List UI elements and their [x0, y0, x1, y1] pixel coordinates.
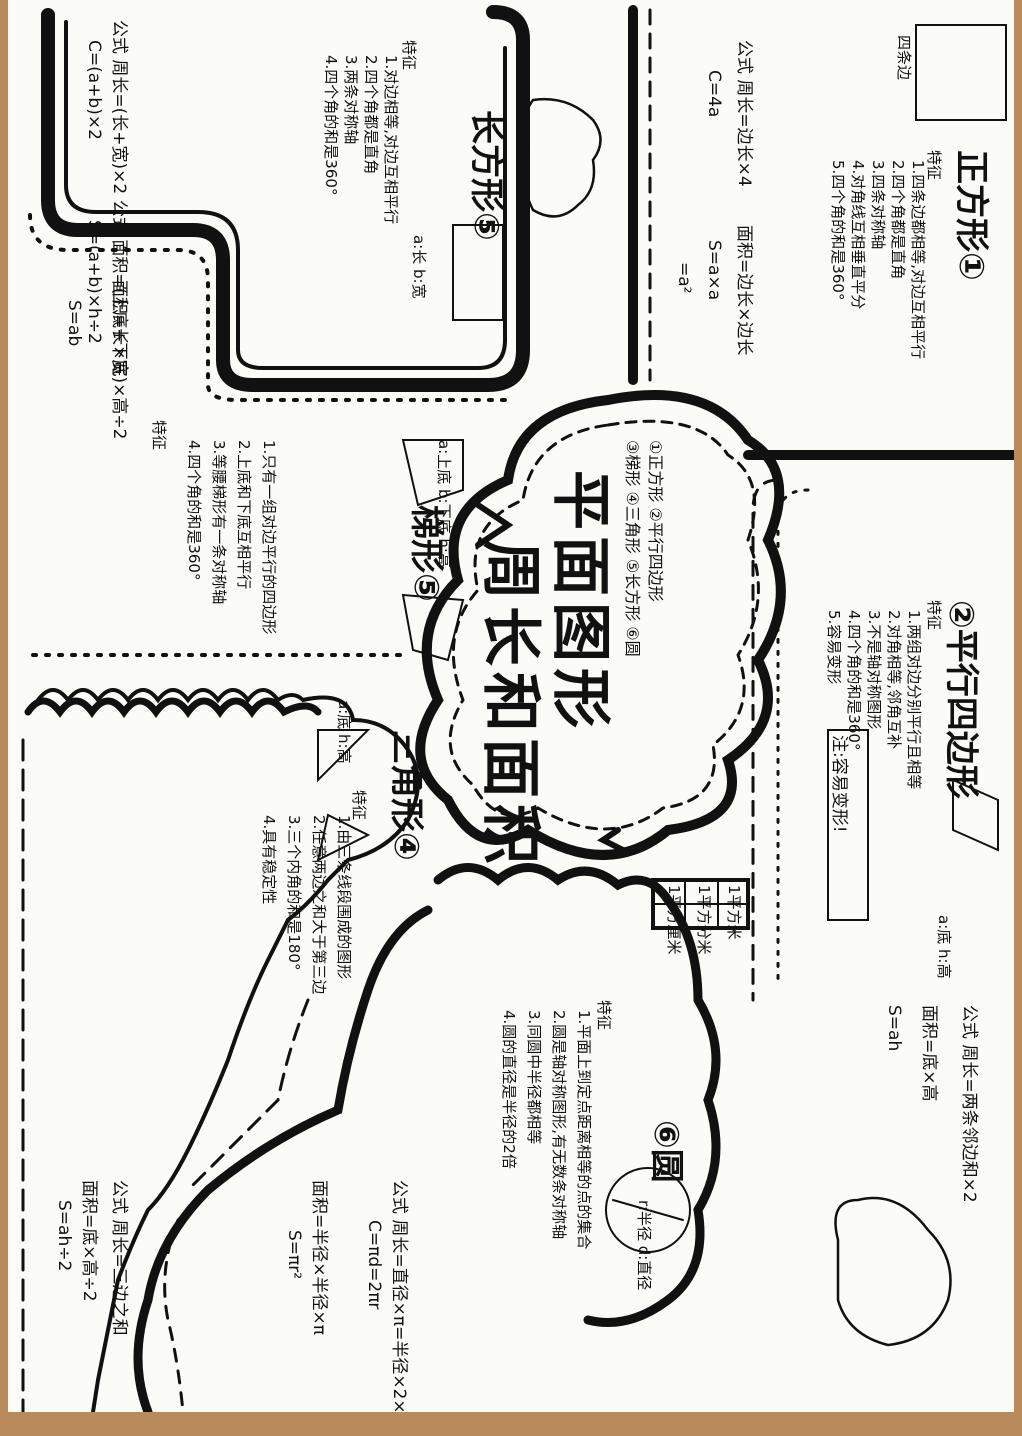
parallelogram-formula-1: 公式 周长=两条邻边和×2: [959, 1005, 979, 1203]
rectangle-feature-2: 2.四个角都是直角: [362, 55, 380, 175]
circle-fig-label: r:半径 d:直径: [635, 1200, 653, 1291]
triangle-formula-3: S=ah÷2: [54, 1200, 74, 1272]
square-formula-4: S=a×a: [704, 240, 724, 301]
square-feature-2: 2.四个角都是直角: [889, 160, 907, 280]
rectangle-formula-4: S=ab: [64, 300, 84, 347]
triangle-heading: 三角形④: [386, 730, 426, 861]
circle-formula-1: 公式 周长=直径×π=半径×2×π: [389, 1180, 409, 1412]
main-title-line2: 周长和面积: [475, 540, 545, 870]
square-feature-4: 4.对角线互相垂直平分: [849, 160, 867, 310]
triangle-fig-label: a:底 h:高: [335, 700, 353, 764]
triangle-formula-1: 公式 周长=三边之和: [109, 1180, 129, 1336]
parallelogram-fig-label: a:底 h:高: [935, 915, 953, 979]
circle-feature-4: 4.圆的直径是半径的2倍: [500, 1010, 518, 1169]
circle-formula-2: C=πd=2πr: [364, 1220, 384, 1310]
trapezoid-feature-4: 4.四个角的和是360°: [185, 440, 203, 581]
parallelogram-note: 注:容易变形!: [829, 735, 849, 833]
parallelogram-feature-4: 4.四个角的和是360°: [845, 610, 863, 751]
parallelogram-feature-3: 3.不是轴对称图形: [865, 610, 883, 730]
circle-formula-4: S=πr²: [284, 1230, 304, 1280]
trapezoid-feature-3: 3.等腰梯形有一条对称轴: [210, 440, 228, 605]
parallelogram-feature-label: 特征: [925, 600, 943, 631]
trapezoid-formula-2: S=(a+b)×h÷2: [84, 220, 104, 344]
trapezoid-feature-label: 特征: [150, 420, 168, 451]
trapezoid-fig-label: a:上底 b:下底 h:高: [435, 440, 453, 568]
trapezoid-feature-1: 1.只有一组对边平行的四边形: [260, 440, 278, 635]
rectangle-formula-1: 公式 周长=(长+宽)×2: [109, 20, 129, 195]
rectangle-fig-label: a:长 b:宽: [410, 235, 428, 299]
parallelogram-formula-2: 面积=底×高: [919, 1005, 939, 1102]
square-feature-1: 1.四条边都相等,对边互相平行: [909, 160, 927, 360]
mind-map-page: 平面图形 周长和面积 ①正方形 ②平行四边形 ③梯形 ④三角形 ⑤长方形 ⑥圆 …: [8, 0, 1014, 1412]
subtitle-line2: ③梯形 ④三角形 ⑤长方形 ⑥圆: [623, 440, 642, 657]
triangle-feature-1: 1.由三条线段围成的图形: [335, 815, 353, 980]
rectangle-feature-3: 3.两条对称轴: [342, 55, 360, 145]
subtitle-line1: ①正方形 ②平行四边形: [646, 440, 665, 602]
square-feature-5: 5.四个角的和是360°: [829, 160, 847, 301]
triangle-feature-2: 2.任意两边之和大于第三边: [310, 815, 328, 995]
parallelogram-feature-2: 2.对角相等,邻角互补: [885, 610, 903, 750]
square-feature-3: 3.四条对称轴: [869, 160, 887, 250]
parallelogram-formula-3: S=ah: [884, 1005, 904, 1052]
triangle-formula-2: 面积=底×高÷2: [79, 1180, 99, 1302]
trapezoid-formula-1: 公式 面积=(上底+下底)×高÷2: [109, 200, 129, 440]
rectangle-formula-2: C=(a+b)×2: [84, 40, 104, 140]
trapezoid-feature-2: 2.上底和下底互相平行: [235, 440, 253, 590]
square-formula-1: 公式 周长=边长×4: [734, 40, 754, 187]
parallelogram-feature-5: 5.容易变形: [825, 610, 843, 685]
circle-feature-label: 特征: [595, 1000, 613, 1031]
square-formula-3: 面积=边长×边长: [734, 225, 754, 356]
unit-box-3: 1平方厘米: [665, 885, 683, 955]
unit-box-1: 1平方米: [725, 885, 743, 940]
square-formula-2: C=4a: [704, 70, 724, 118]
doodle-frames: [21, 5, 1014, 1412]
triangle-feature-4: 4.具有稳定性: [260, 815, 278, 905]
circle-heading: ⑥圆: [646, 1120, 686, 1183]
rectangle-feature-label: 特征: [400, 40, 418, 71]
square-heading: 正方形①: [951, 150, 991, 281]
rectangle-feature-4: 4.四个角的和是360°: [322, 55, 340, 196]
square-fig-label: 四条边: [895, 35, 913, 81]
parallelogram-heading: ②平行四边形: [941, 600, 981, 799]
rectangle-heading: 长方形⑤: [466, 110, 506, 241]
triangle-feature-3: 3.三个内角的和是180°: [285, 815, 303, 971]
parallelogram-feature-1: 1.两组对边分别平行且相等: [905, 610, 923, 790]
circle-feature-1: 1.平面上到定点距离相等的点的集合: [575, 1010, 593, 1250]
rotated-layer: 平面图形 周长和面积 ①正方形 ②平行四边形 ③梯形 ④三角形 ⑤长方形 ⑥圆 …: [8, 0, 1014, 1412]
unit-box-2: 1平方分米: [695, 885, 713, 955]
rectangle-feature-1: 1.对边相等,对边互相平行: [382, 55, 400, 225]
circle-formula-3: 面积=半径×半径×π: [309, 1180, 329, 1335]
square-formula-5: =a²: [674, 262, 694, 294]
circle-feature-2: 2.圆是轴对称图形,有无数条对称轴: [550, 1010, 568, 1240]
circle-feature-3: 3.同圆中半径都相等: [525, 1010, 543, 1145]
